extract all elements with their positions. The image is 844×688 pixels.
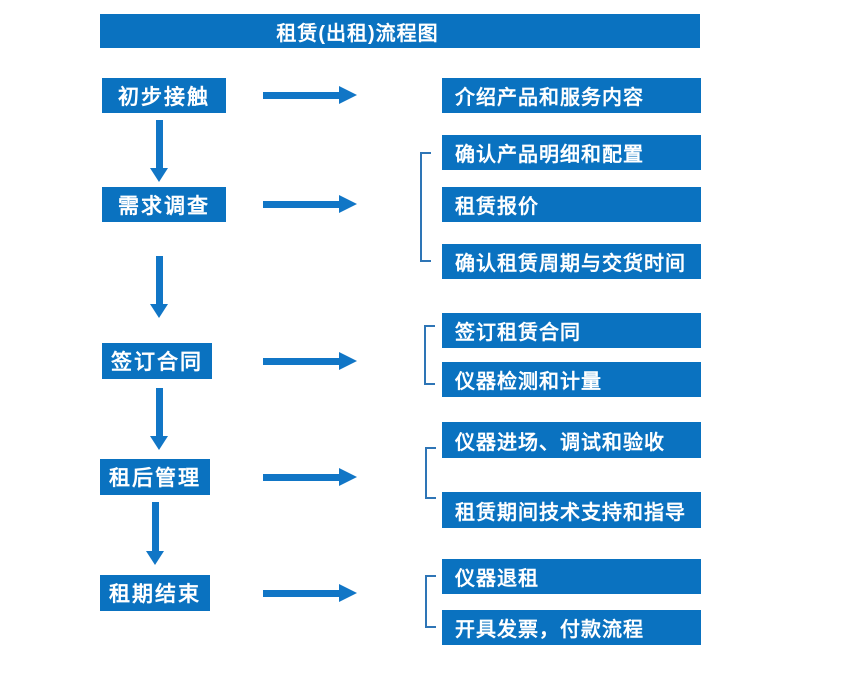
detail-box-instrument-setup-acceptance: 仪器进场、调试和验收 [442, 422, 701, 458]
stage-label: 需求调查 [118, 194, 210, 218]
flow-arrow-down-3 [156, 388, 163, 436]
flow-arrow-down-4 [152, 502, 159, 551]
stage-box-initial-contact: 初步接触 [102, 78, 226, 113]
stage-box-post-rental-management: 租后管理 [100, 459, 210, 495]
flow-arrow-right-2 [263, 201, 339, 208]
detail-label: 仪器检测和计量 [455, 371, 602, 393]
stage-label: 初步接触 [118, 85, 210, 109]
stage-label: 签订合同 [111, 351, 203, 374]
bracket-connector-rental-end [425, 575, 436, 628]
flow-arrow-right-5-head [339, 584, 357, 602]
detail-label: 仪器退租 [455, 568, 539, 590]
stage-label: 租期结束 [109, 583, 201, 606]
stage-box-sign-contract: 签订合同 [102, 343, 212, 379]
detail-box-intro-products: 介绍产品和服务内容 [442, 78, 701, 113]
stage-label: 租后管理 [109, 467, 201, 490]
flow-arrow-down-1 [156, 120, 163, 168]
flow-arrow-right-4-head [339, 468, 357, 486]
detail-label: 租赁期间技术支持和指导 [455, 501, 686, 524]
flow-arrow-right-2-head [339, 195, 357, 213]
flow-arrow-down-4-head [146, 551, 164, 565]
flow-arrow-down-2-head [150, 304, 168, 318]
flow-arrow-right-1 [263, 92, 339, 99]
detail-box-tech-support: 租赁期间技术支持和指导 [442, 492, 701, 528]
detail-box-confirm-product-details: 确认产品明细和配置 [442, 135, 701, 170]
bracket-connector-demand-survey [420, 152, 431, 262]
detail-label: 开具发票，付款流程 [455, 619, 644, 641]
detail-label: 签订租赁合同 [455, 322, 581, 344]
stage-box-demand-survey: 需求调查 [102, 187, 226, 222]
flowchart-title: 租赁(出租)流程图 [276, 22, 439, 45]
bracket-connector-post-rental [425, 447, 436, 499]
detail-label: 仪器进场、调试和验收 [455, 431, 665, 454]
flow-arrow-down-2 [156, 256, 163, 304]
detail-box-invoice-payment: 开具发票，付款流程 [442, 610, 701, 645]
detail-box-instrument-return: 仪器退租 [442, 559, 701, 594]
detail-label: 租赁报价 [455, 196, 539, 218]
detail-label: 确认租赁周期与交货时间 [455, 253, 686, 275]
detail-box-confirm-period-delivery: 确认租赁周期与交货时间 [442, 244, 701, 279]
detail-box-rental-quote: 租赁报价 [442, 187, 701, 222]
flow-arrow-down-3-head [150, 436, 168, 450]
flow-arrow-right-3-head [339, 352, 357, 370]
detail-label: 介绍产品和服务内容 [455, 87, 644, 109]
flow-arrow-right-1-head [339, 86, 357, 104]
flow-arrow-down-1-head [150, 168, 168, 182]
stage-box-rental-end: 租期结束 [100, 575, 210, 611]
flow-arrow-right-4 [263, 474, 339, 481]
flowchart-title-bar: 租赁(出租)流程图 [100, 14, 700, 48]
detail-label: 确认产品明细和配置 [455, 144, 644, 166]
detail-box-sign-rental-contract: 签订租赁合同 [442, 313, 701, 348]
detail-box-instrument-testing: 仪器检测和计量 [442, 362, 701, 397]
flow-arrow-right-5 [263, 590, 339, 597]
bracket-connector-sign-contract [424, 325, 435, 385]
flow-arrow-right-3 [263, 358, 339, 365]
